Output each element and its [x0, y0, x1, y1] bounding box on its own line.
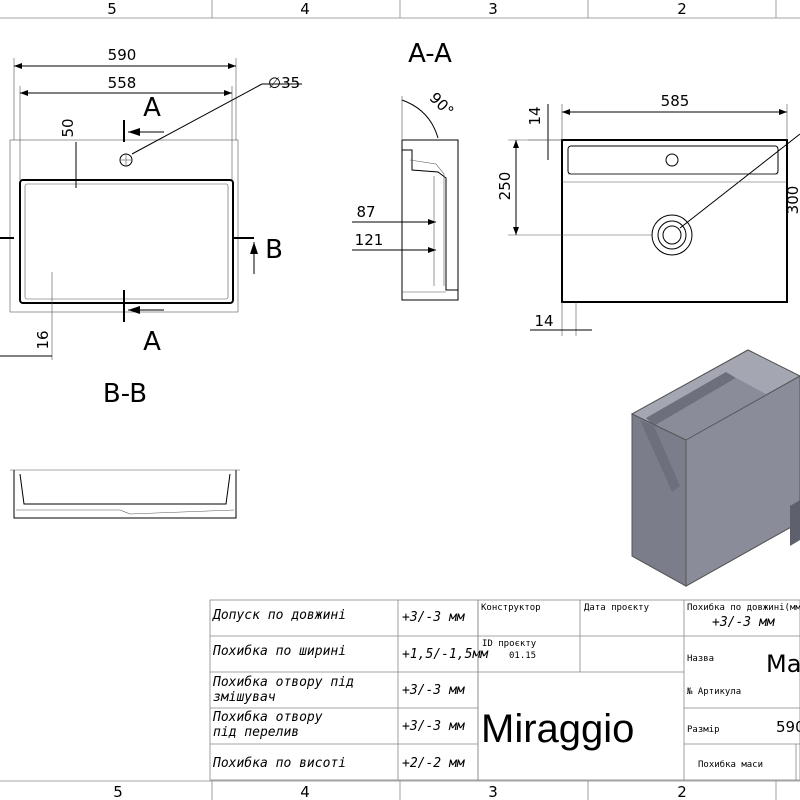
tol-row-3-label-line-2: змішувач — [213, 690, 276, 705]
cut-b-right-label: B — [265, 235, 283, 265]
tol-row-2-label: Похибка по ширині — [212, 644, 346, 659]
dim-50: 50 — [59, 118, 77, 137]
tol-row-4-label-line-2: під перелив — [213, 725, 299, 740]
cut-a-bottom-label: A — [143, 327, 161, 357]
top-grid-border: 5 4 3 2 — [0, 0, 800, 19]
bottom-grid-border: 5 4 3 2 — [0, 780, 800, 800]
tol-row-5-value: +2/-2 мм — [402, 756, 466, 771]
grid-label-top-3: 3 — [488, 0, 498, 18]
designer-label: Конструктор — [481, 603, 541, 613]
name-value: Ma — [766, 650, 800, 678]
drain-inner — [662, 225, 682, 245]
project-id-label: ID проєкту — [482, 639, 537, 649]
top-view-basin — [19, 179, 234, 304]
right-view: 585 14 250 14 300 — [496, 92, 800, 336]
tol-row-4-label-line-1: Похибка отвору — [212, 710, 323, 725]
angle-90-label: 90° — [426, 89, 458, 121]
section-bb: B-B — [10, 379, 240, 519]
length-error-label: Похибка по довжині(мм) — [687, 602, 800, 613]
dim-hole-diameter: ∅35 — [268, 74, 300, 92]
top-view: 590 558 ∅35 50 A A B 16 — [0, 46, 302, 360]
length-error-value: +3/-3 мм — [712, 615, 776, 630]
section-bb-title: B-B — [103, 379, 147, 409]
article-label: № Артикула — [686, 687, 741, 697]
size-label: Размір — [687, 725, 720, 735]
name-label: Назва — [687, 654, 714, 664]
cut-a-top-label: A — [143, 93, 161, 123]
miraggio-logo: Miraggio — [481, 707, 634, 751]
tol-row-1-value: +3/-3 мм — [402, 610, 466, 625]
tol-row-5-label: Похибка по висоті — [212, 756, 346, 771]
section-aa-title: A-A — [408, 39, 452, 69]
grid-label-bottom-4: 2 — [677, 783, 687, 800]
right-view-outline — [561, 139, 788, 303]
section-aa: A-A 90° 87 121 — [352, 39, 459, 301]
project-date-label: Дата проєкту — [584, 603, 650, 613]
grid-label-bottom-3: 3 — [488, 783, 498, 800]
dim-14-top: 14 — [526, 106, 544, 125]
mass-error-label: Похибка маси — [698, 759, 763, 770]
size-value: 590 — [776, 718, 800, 736]
dim-87: 87 — [356, 203, 375, 221]
dim-585: 585 — [661, 92, 690, 110]
dim-558: 558 — [108, 74, 137, 92]
tol-row-1-label: Допуск по довжині — [212, 608, 346, 623]
dim-14-bottom: 14 — [534, 312, 553, 330]
tol-row-2-value: +1,5/-1,5мм — [402, 647, 489, 662]
tol-row-4-value: +3/-3 мм — [402, 719, 466, 734]
tol-row-3-value: +3/-3 мм — [402, 683, 466, 698]
title-block: Конструктор Дата проєкту ID проєкту 01.1… — [477, 599, 800, 781]
grid-label-top-4: 2 — [677, 0, 687, 18]
dim-121: 121 — [355, 231, 384, 249]
right-view-tap-hole — [665, 153, 679, 167]
tolerance-table: Допуск по довжині +3/-3 мм Похибка по ши… — [209, 599, 489, 781]
project-id-value: 01.15 — [509, 651, 536, 661]
iso-view — [630, 349, 800, 587]
dim-250: 250 — [496, 172, 514, 201]
dim-16: 16 — [34, 330, 52, 349]
dim-partial: 300 — [784, 186, 800, 215]
overflow-slot — [567, 145, 779, 175]
grid-label-top-1: 5 — [107, 0, 117, 18]
tol-row-3-label-line-1: Похибка отвору під — [212, 675, 354, 690]
dim-590: 590 — [108, 46, 137, 64]
grid-label-bottom-2: 4 — [300, 783, 310, 800]
grid-label-top-2: 4 — [300, 0, 310, 18]
grid-label-bottom-1: 5 — [113, 783, 123, 800]
